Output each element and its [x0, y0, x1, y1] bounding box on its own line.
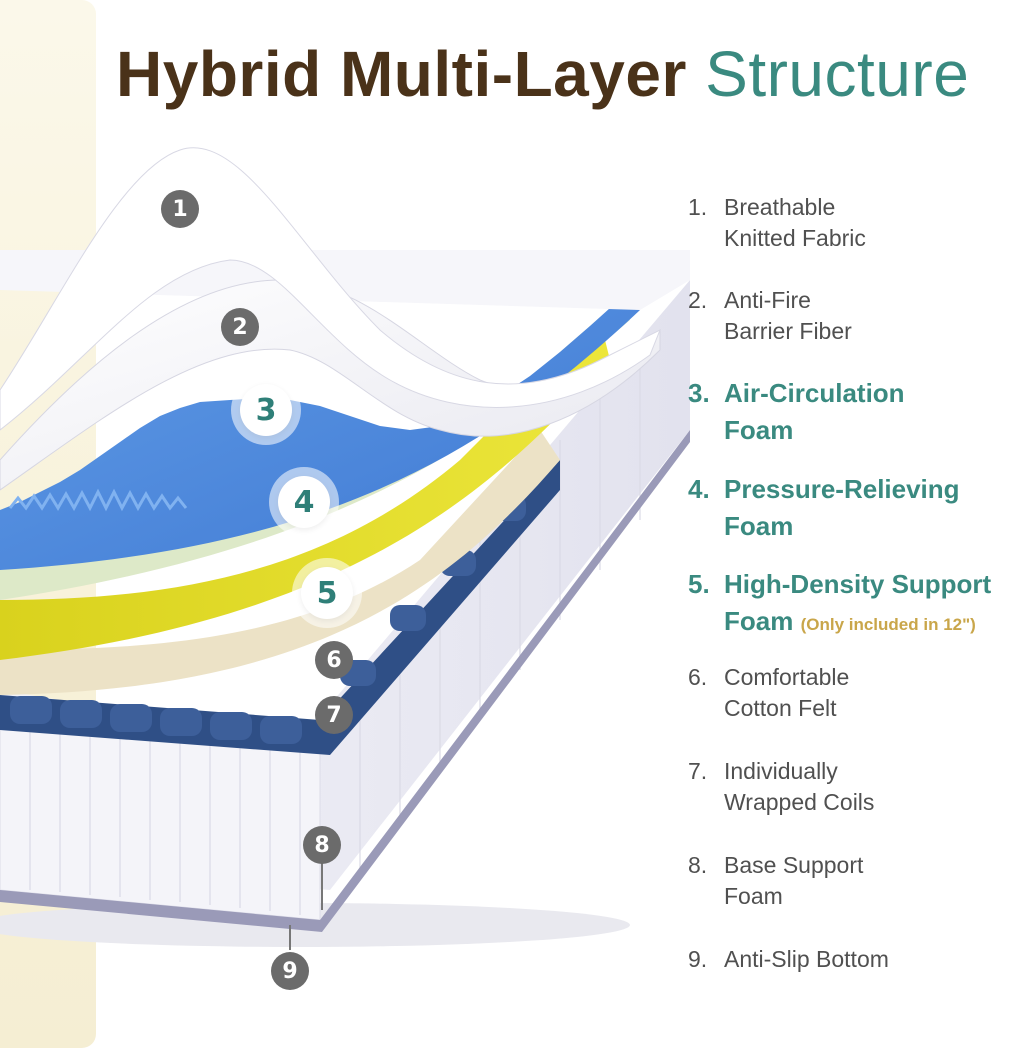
badge-7: 7: [315, 696, 353, 734]
pressure-relieving-foam-layer: [0, 300, 630, 600]
page-title: Hybrid Multi-Layer Structure: [116, 36, 1016, 113]
anti-fire-barrier-sheet: [0, 279, 661, 491]
badge-5: 5: [301, 567, 353, 619]
badge-4: 4: [278, 476, 330, 528]
legend-item-9: 9. Anti-Slip Bottom: [688, 946, 889, 972]
title-part-2: Structure: [705, 38, 970, 110]
cotton-felt-layer: [0, 430, 560, 695]
legend-item-5: 5. High-Density Support Foam (Only inclu…: [688, 569, 992, 636]
badge-3: 3: [240, 384, 292, 436]
badge-8: 8: [303, 826, 341, 864]
title-part-1: Hybrid Multi-Layer: [116, 38, 687, 110]
size-note: (Only included in 12"): [800, 615, 976, 634]
high-density-foam-layer: [0, 320, 610, 660]
badge-6: 6: [315, 641, 353, 679]
badge-1: 1: [161, 190, 199, 228]
coil-layer: [0, 460, 560, 755]
badge-9: 9: [271, 952, 309, 990]
foam-wave-edge: [8, 488, 188, 512]
badge-2: 2: [221, 308, 259, 346]
